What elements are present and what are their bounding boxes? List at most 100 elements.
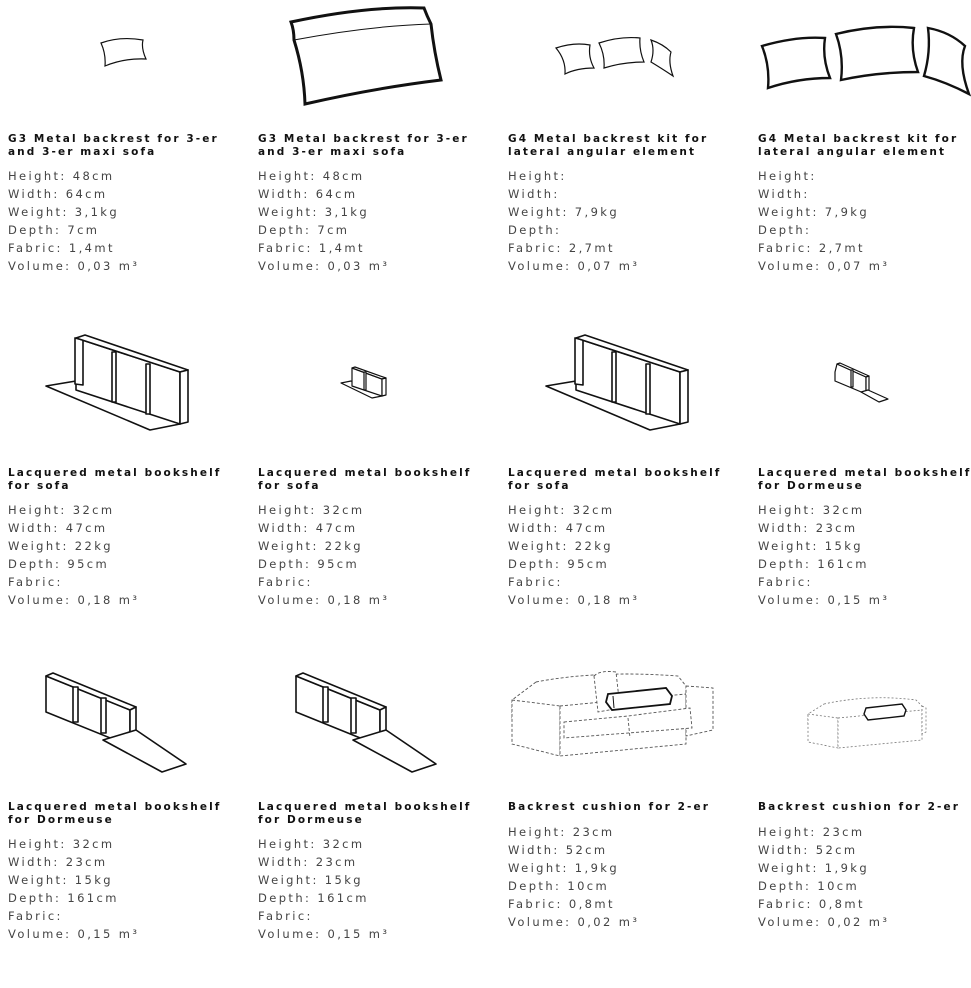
spec-weight: Weight: 1,9kg	[508, 861, 620, 875]
spec-fabric: Fabric:	[508, 575, 563, 589]
spec-volume: Volume: 0,18 m³	[8, 593, 140, 607]
spec-depth: Depth: 7cm	[8, 223, 100, 237]
spec-height: Height: 32cm	[508, 503, 615, 517]
spec-width: Width: 52cm	[758, 843, 858, 857]
spec-weight: Weight: 15kg	[8, 873, 113, 887]
product-card[interactable]: G3 Metal backrest for 3-er and 3-er maxi…	[258, 0, 483, 320]
spec-volume: Volume: 0,03 m³	[8, 259, 140, 273]
spec-fabric: Fabric:	[258, 575, 313, 589]
product-card[interactable]: G3 Metal backrest for 3-er and 3-er maxi…	[8, 0, 233, 320]
product-title: Lacquered metal bookshelf for Dormeuse	[758, 467, 971, 492]
product-title: Backrest cushion for 2-er	[508, 801, 710, 813]
spec-volume: Volume: 0,02 m³	[758, 915, 890, 929]
sofa-cushion-small-icon	[758, 666, 971, 786]
product-card[interactable]: G4 Metal backrest kit for lateral angula…	[758, 0, 971, 320]
product-title: Lacquered metal bookshelf for sofa	[508, 467, 722, 492]
product-title: G3 Metal backrest for 3-er and 3-er maxi…	[8, 133, 219, 158]
sofa-cushion-large-icon	[508, 666, 733, 786]
spec-volume: Volume: 0,18 m³	[258, 593, 390, 607]
spec-width: Width:	[508, 187, 560, 201]
bookshelf-dormeuse-large-icon	[8, 666, 233, 786]
spec-fabric: Fabric: 2,7mt	[508, 241, 615, 255]
spec-depth: Depth: 161cm	[8, 891, 119, 905]
spec-height: Height: 32cm	[8, 503, 115, 517]
spec-fabric: Fabric: 1,4mt	[8, 241, 115, 255]
backrest-kit-small-icon	[508, 2, 733, 122]
spec-volume: Volume: 0,15 m³	[258, 927, 390, 941]
spec-volume: Volume: 0,18 m³	[508, 593, 640, 607]
spec-width: Width: 23cm	[8, 855, 108, 869]
bookshelf-sofa-large-icon	[508, 332, 733, 452]
spec-fabric: Fabric: 0,8mt	[508, 897, 615, 911]
product-title: Lacquered metal bookshelf for sofa	[8, 467, 222, 492]
spec-depth: Depth: 161cm	[758, 557, 869, 571]
spec-height: Height: 32cm	[8, 837, 115, 851]
product-title: Lacquered metal bookshelf for sofa	[258, 467, 472, 492]
spec-depth: Depth: 95cm	[8, 557, 110, 571]
spec-volume: Volume: 0,07 m³	[758, 259, 890, 273]
product-title: G4 Metal backrest kit for lateral angula…	[758, 133, 959, 158]
product-title: Lacquered metal bookshelf for Dormeuse	[258, 801, 472, 826]
bookshelf-sofa-small-icon	[258, 332, 483, 452]
spec-volume: Volume: 0,15 m³	[758, 593, 890, 607]
spec-fabric: Fabric: 1,4mt	[258, 241, 365, 255]
spec-weight: Weight: 7,9kg	[758, 205, 870, 219]
spec-weight: Weight: 1,9kg	[758, 861, 870, 875]
spec-height: Height: 32cm	[758, 503, 865, 517]
spec-weight: Weight: 7,9kg	[508, 205, 620, 219]
spec-depth: Depth: 10cm	[508, 879, 610, 893]
spec-depth: Depth: 10cm	[758, 879, 860, 893]
spec-width: Width: 23cm	[758, 521, 858, 535]
bookshelf-dormeuse-large-icon	[258, 666, 483, 786]
spec-fabric: Fabric: 0,8mt	[758, 897, 865, 911]
product-title: G4 Metal backrest kit for lateral angula…	[508, 133, 709, 158]
spec-depth: Depth:	[508, 223, 562, 237]
spec-volume: Volume: 0,03 m³	[258, 259, 390, 273]
spec-weight: Weight: 22kg	[8, 539, 113, 553]
backrest-kit-large-icon	[758, 2, 971, 122]
spec-weight: Weight: 15kg	[258, 873, 363, 887]
spec-weight: Weight: 15kg	[758, 539, 863, 553]
spec-width: Width: 47cm	[508, 521, 608, 535]
spec-width: Width:	[758, 187, 810, 201]
product-title: Backrest cushion for 2-er	[758, 801, 960, 813]
spec-width: Width: 52cm	[508, 843, 608, 857]
spec-weight: Weight: 3,1kg	[258, 205, 370, 219]
spec-depth: Depth: 161cm	[258, 891, 369, 905]
product-card[interactable]: G4 Metal backrest kit for lateral angula…	[508, 0, 733, 320]
spec-width: Width: 23cm	[258, 855, 358, 869]
product-title: Lacquered metal bookshelf for Dormeuse	[8, 801, 222, 826]
spec-width: Width: 47cm	[258, 521, 358, 535]
spec-depth: Depth: 95cm	[258, 557, 360, 571]
spec-volume: Volume: 0,07 m³	[508, 259, 640, 273]
backrest-large-icon	[258, 2, 483, 122]
spec-fabric: Fabric: 2,7mt	[758, 241, 865, 255]
spec-height: Height: 32cm	[258, 837, 365, 851]
spec-weight: Weight: 22kg	[508, 539, 613, 553]
spec-depth: Depth: 7cm	[258, 223, 350, 237]
bookshelf-dormeuse-small-icon	[758, 332, 971, 452]
spec-height: Height: 23cm	[508, 825, 615, 839]
spec-depth: Depth:	[758, 223, 812, 237]
spec-fabric: Fabric:	[8, 909, 63, 923]
spec-fabric: Fabric:	[258, 909, 313, 923]
spec-fabric: Fabric:	[8, 575, 63, 589]
